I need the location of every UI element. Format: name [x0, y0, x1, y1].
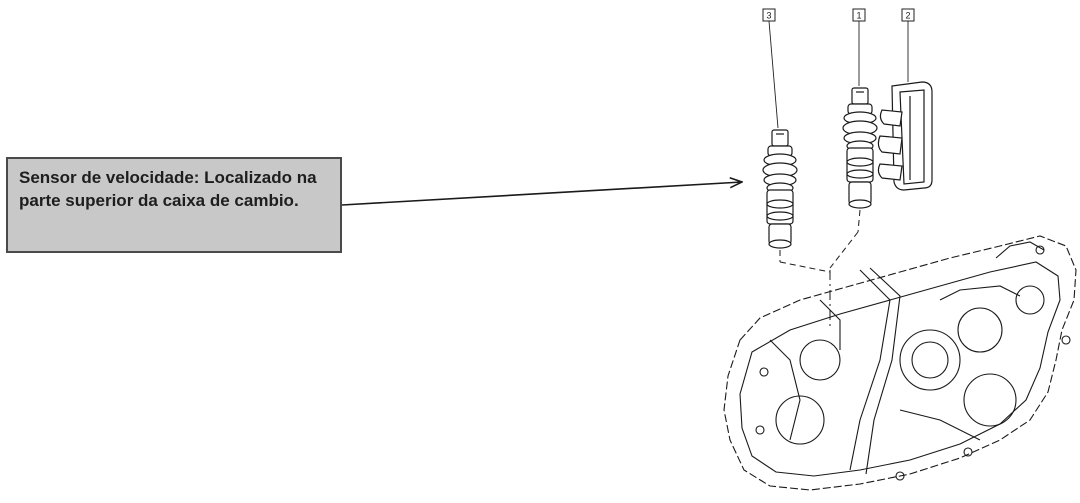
callout-pointer-arrow [341, 182, 742, 206]
speed-sensor-a [762, 129, 798, 249]
svg-text:2: 2 [905, 11, 910, 21]
leader-lines [768, 20, 909, 129]
gearbox-housing [723, 235, 1077, 491]
ref-label-clip: 2 [901, 8, 915, 22]
ref-label-sensor-a: 3 [762, 8, 776, 22]
svg-text:3: 3 [766, 11, 771, 21]
installation-dash-lines [779, 209, 861, 330]
speed-sensor-b [842, 87, 878, 209]
ref-label-sensor-b: 1 [852, 8, 866, 22]
retaining-clip [877, 81, 933, 191]
sensor-callout-text: Sensor de velocidade: Localizado na part… [19, 168, 317, 210]
sensor-callout-box: Sensor de velocidade: Localizado na part… [6, 157, 342, 253]
svg-text:1: 1 [856, 11, 861, 21]
